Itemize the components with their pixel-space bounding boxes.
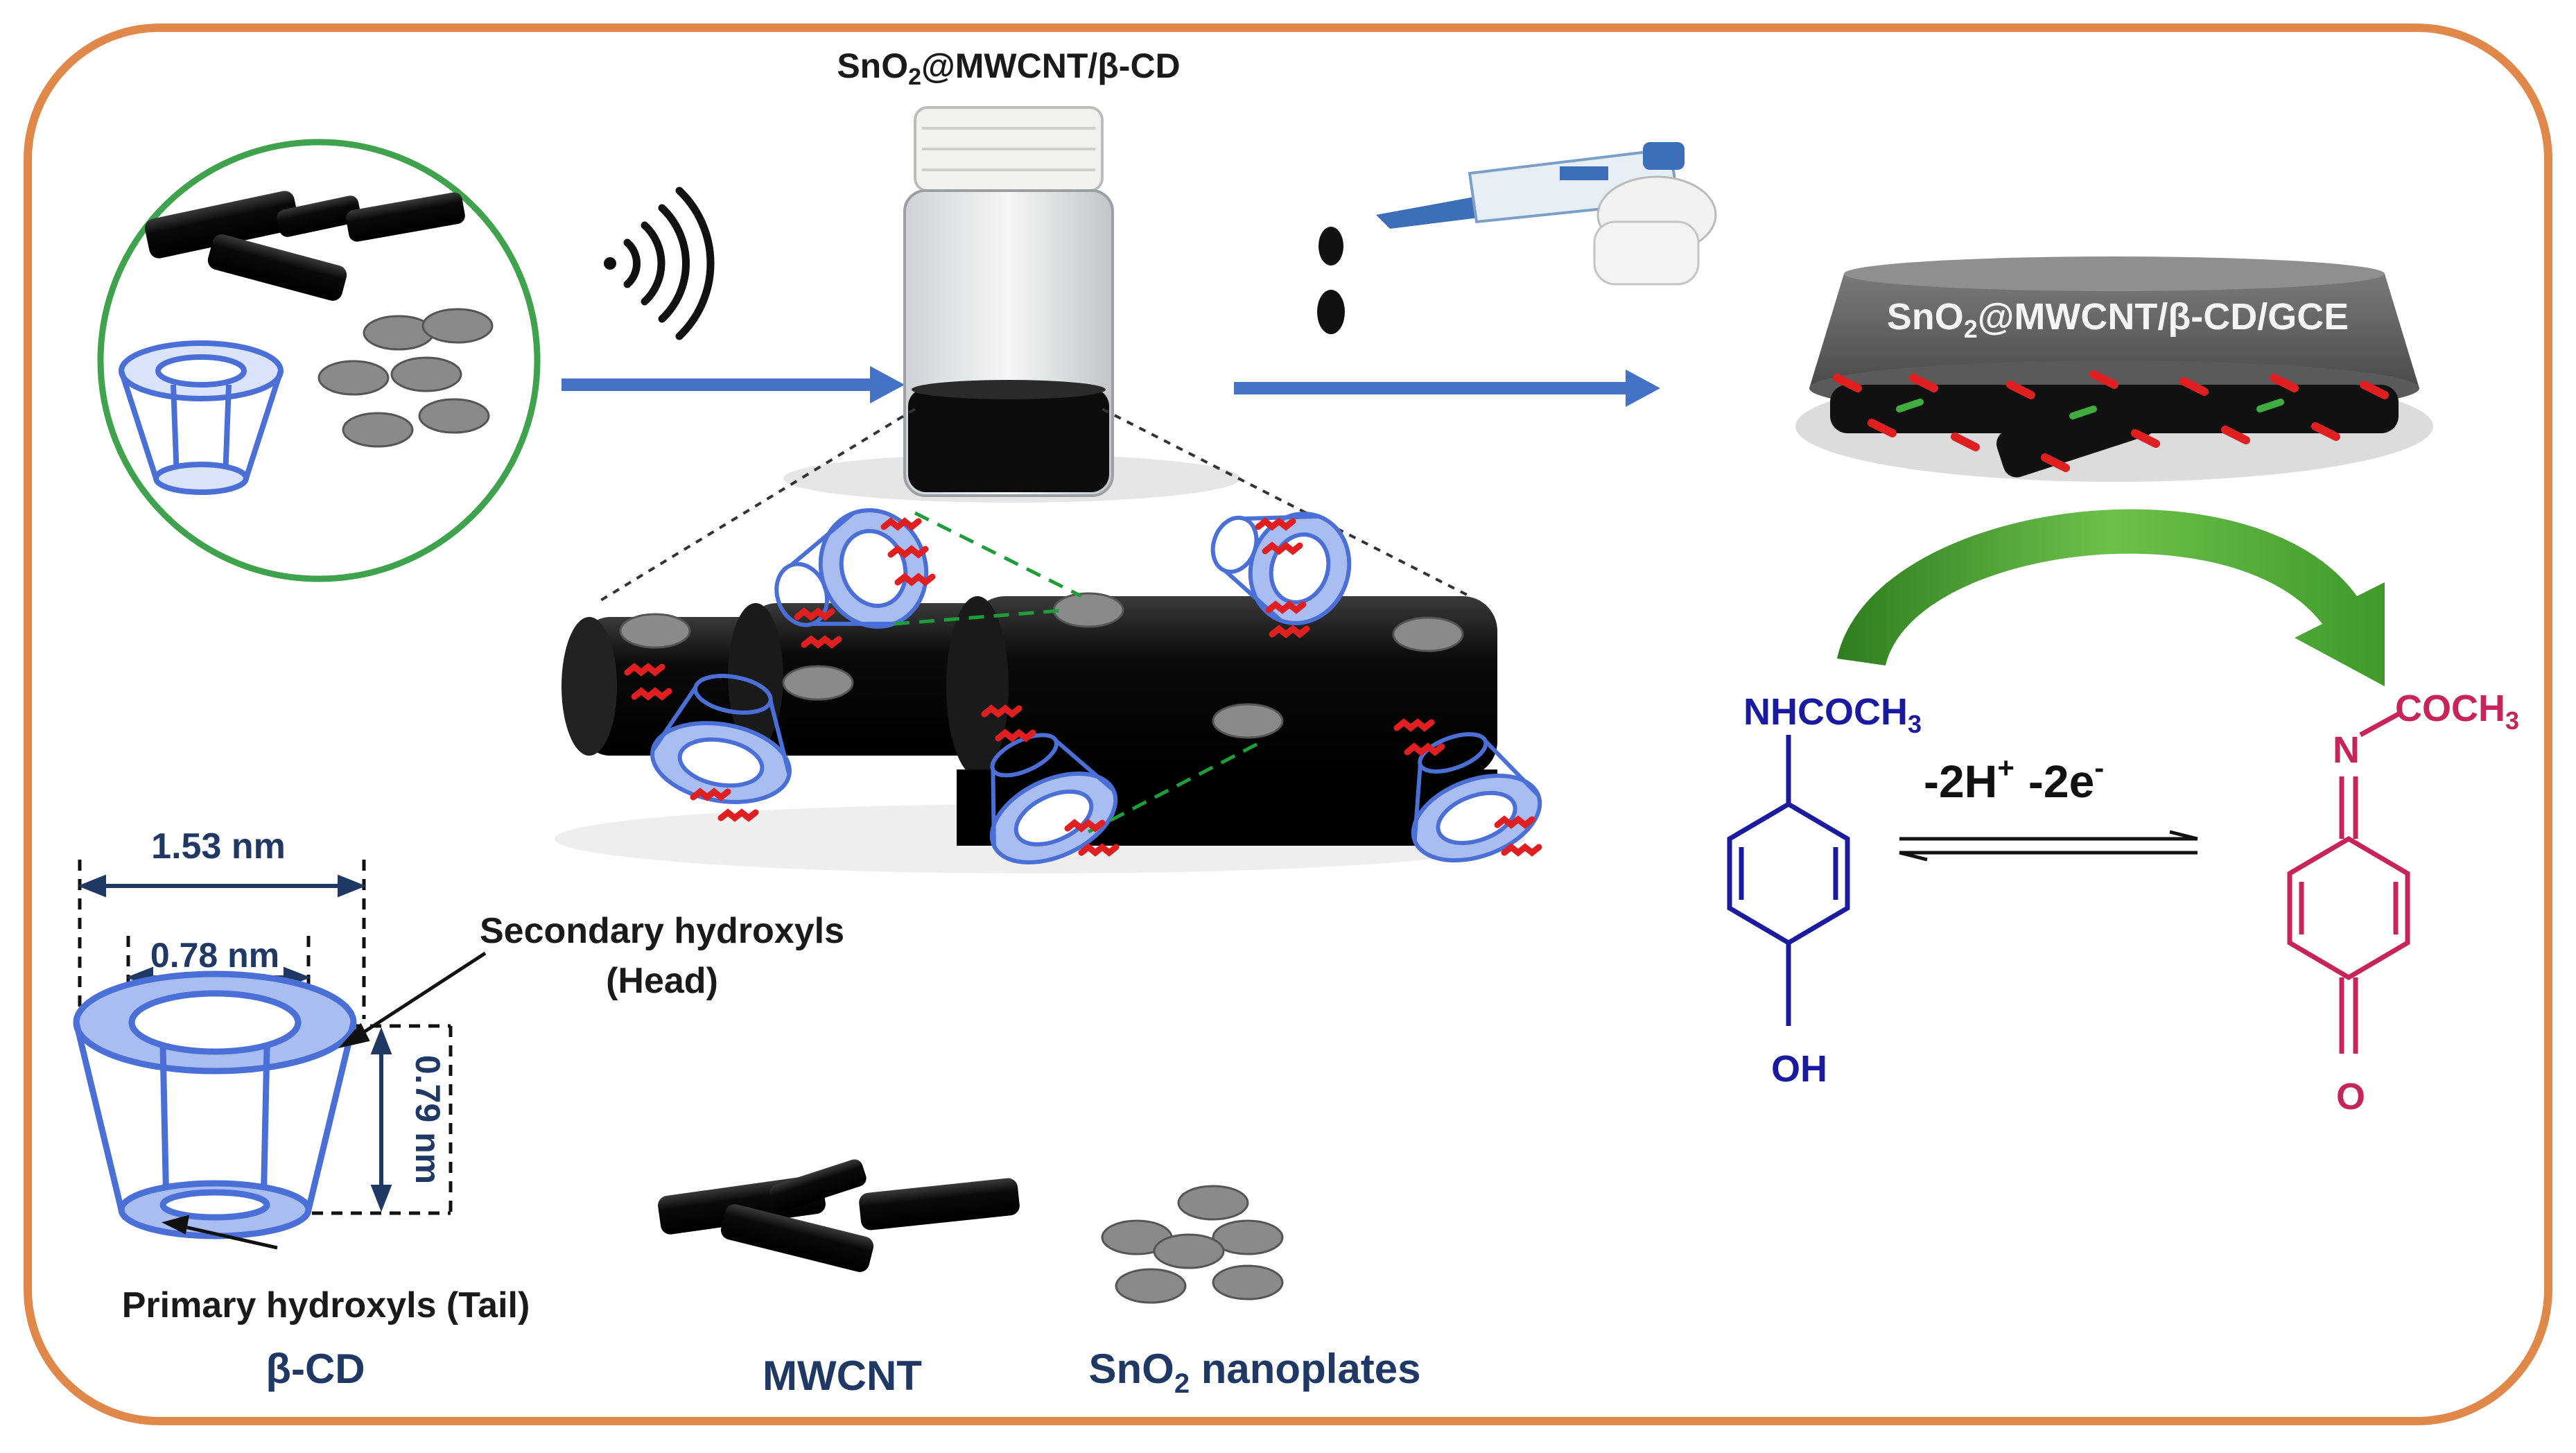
process-arrow-2 [1234,369,1660,407]
cyclodextrin-small-icon [119,340,284,495]
reactant-oh-label: OH [1771,1048,1827,1090]
electrode-label: SnO2@MWCNT/β-CD/GCE [1887,296,2349,343]
secondary-head-label: (Head) [606,961,718,1001]
outer-frame [24,24,2552,1425]
oxidation-curved-arrow [1837,509,2385,686]
mwcnt-legend-icon [658,1159,1020,1272]
reactant-group-label: NHCOCH3 [1743,691,1922,738]
dimension-height: 0.79 nm [408,1055,447,1184]
product-structure [2287,711,2410,1054]
reactant-structure [1727,735,1850,1026]
product-o-label: O [2336,1076,2365,1117]
vial-icon [783,106,1241,503]
electrode-gce: SnO2@MWCNT/β-CD/GCE [1795,256,2433,482]
legend-bcd: β-CD [266,1346,365,1392]
sound-wave-icon [604,186,715,340]
ingredient-circle [97,139,541,582]
process-arrow-1 [562,366,905,403]
secondary-hydroxyls-label: Secondary hydroxyls [480,911,844,951]
product-n-label: N [2333,729,2360,771]
equilibrium-arrows [1899,830,2198,862]
dimension-outer: 1.53 nm [151,826,286,867]
legend-mwcnt: MWCNT [763,1352,922,1399]
pipette-icon [1376,142,1717,286]
primary-hydroxyls-label: Primary hydroxyls (Tail) [122,1285,530,1325]
dimension-inner: 0.78 nm [150,936,279,975]
reaction-conditions: -2H+-2e- [1924,751,2104,807]
cyclodextrin-diagram [73,860,487,1250]
vial-title: SnO2@MWCNT/β-CD [837,46,1180,90]
droplet-icon [1317,227,1345,334]
sno2-legend-icon [1101,1185,1284,1304]
legend-sno2: SnO2 nanoplates [1089,1346,1421,1399]
mwcnt-small-icon [144,191,465,301]
product-group-label: COCH3 [2395,688,2519,735]
composite-nanotube-assembly [555,508,1551,873]
